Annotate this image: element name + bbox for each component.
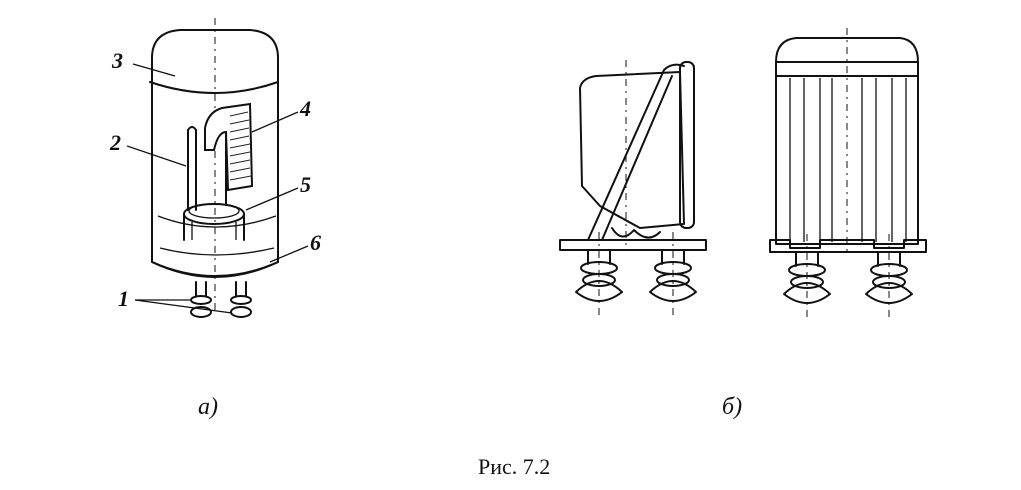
- contact-pins: [190, 281, 252, 318]
- starter-capped-view: [769, 28, 927, 318]
- fixed-electrode: [187, 126, 197, 211]
- bimetal-electrode: [204, 102, 254, 206]
- subfigure-label-a: а): [198, 394, 218, 420]
- electrode-base-ring: [183, 203, 245, 241]
- label-4: 4: [299, 96, 311, 121]
- label-1: 1: [118, 286, 129, 311]
- subfigure-label-b: б): [722, 394, 742, 420]
- figure-caption: Рис. 7.2: [478, 454, 550, 479]
- starter-side-view: [559, 60, 707, 318]
- capped-view-pins: [783, 251, 913, 304]
- label-6: 6: [310, 230, 321, 255]
- side-view-pins: [575, 249, 697, 302]
- label-5: 5: [300, 172, 311, 197]
- label-3: 3: [111, 48, 123, 73]
- label-2: 2: [109, 130, 121, 155]
- starter-lamp-cutaway: 3 2 4 5 6 1: [109, 18, 321, 318]
